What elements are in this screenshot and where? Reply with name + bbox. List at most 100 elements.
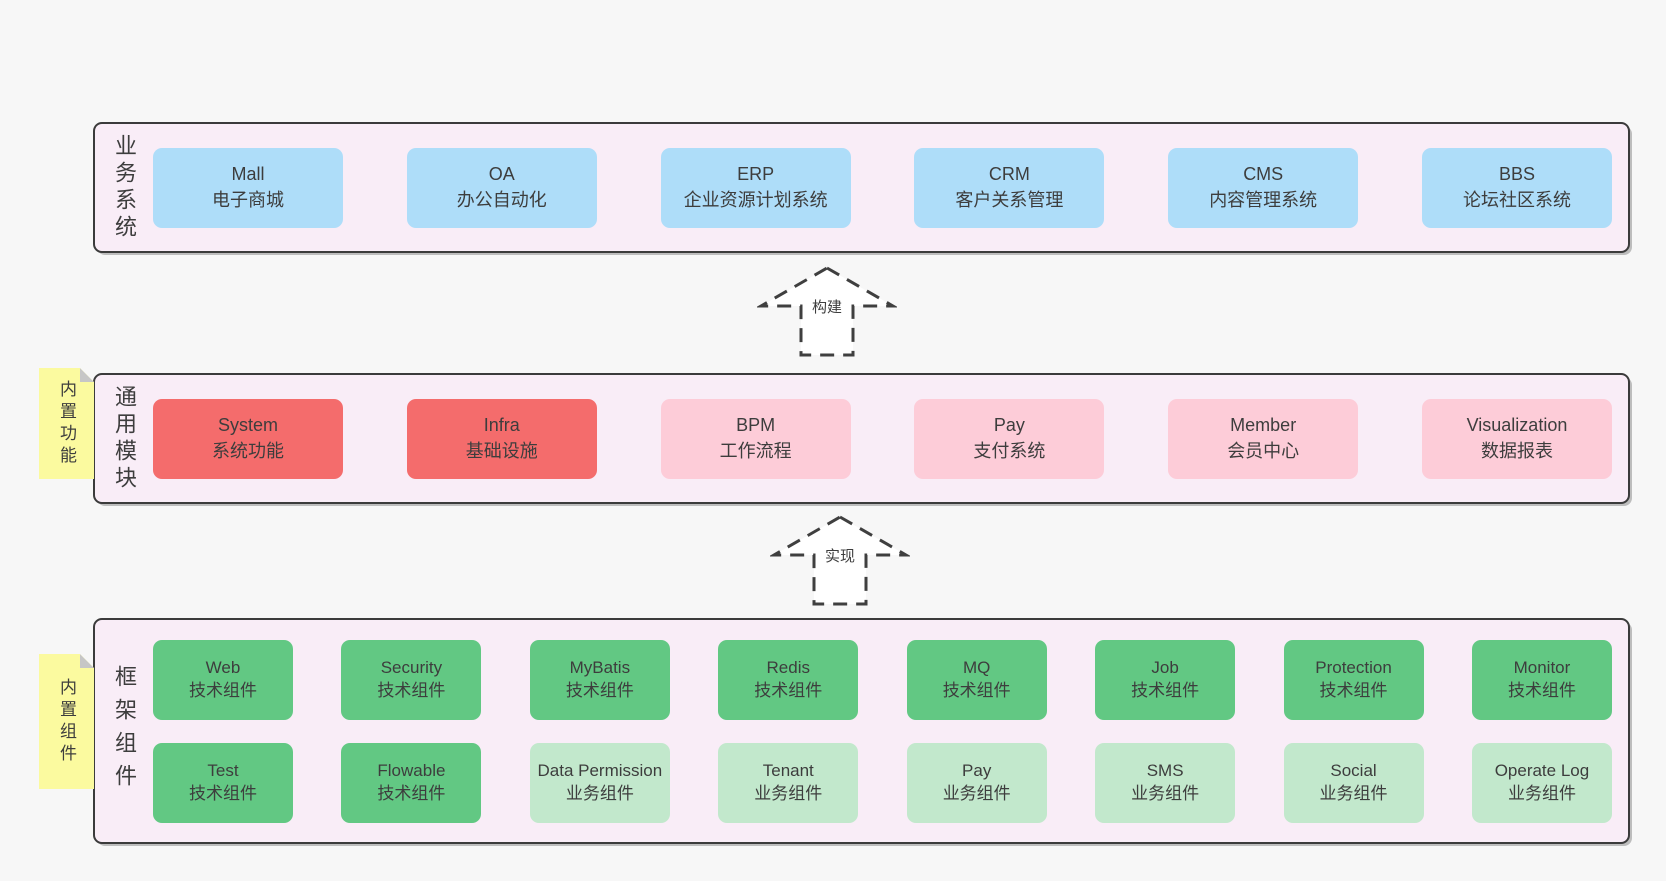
box-sms: SMS 业务组件 (1095, 742, 1236, 823)
box-title: Pay (993, 414, 1025, 435)
box-subtitle: 内容管理系统 (1209, 189, 1318, 210)
box-pay-component: Pay 业务组件 (906, 742, 1047, 823)
box-title: Flowable (377, 761, 446, 781)
band-framework-components: 框架组件 Web 技术组件 Security 技术组件 MyBatis 技术组件… (93, 618, 1630, 844)
box-subtitle: 业务组件 (754, 783, 823, 803)
box-title: MyBatis (569, 658, 631, 678)
box-redis: Redis 技术组件 (718, 639, 859, 720)
box-infra: Infra 基础设施 (406, 398, 597, 479)
box-title: System (217, 414, 278, 435)
component-row-2: Test 技术组件 Flowable 技术组件 Data Permission … (153, 742, 1612, 823)
box-erp: ERP 企业资源计划系统 (660, 147, 851, 228)
box-subtitle: 企业资源计划系统 (683, 189, 828, 210)
box-tenant: Tenant 业务组件 (718, 742, 859, 823)
box-title: Protection (1315, 658, 1392, 678)
box-subtitle: 数据报表 (1480, 440, 1553, 461)
sticky-note-built-in-features: 内置功能 (39, 368, 94, 479)
box-subtitle: 技术组件 (565, 680, 634, 700)
box-mybatis: MyBatis 技术组件 (529, 639, 670, 720)
box-title: Web (205, 658, 241, 678)
box-title: BPM (736, 414, 776, 435)
box-title: Security (380, 658, 443, 678)
band-label-framework-components: 框架组件 (112, 665, 137, 797)
band-business-systems: 业务系统 Mall 电子商城 OA 办公自动化 ERP 企业资源计划系统 CRM… (93, 122, 1630, 253)
box-mq: MQ 技术组件 (906, 639, 1047, 720)
arrow-label: 构建 (807, 295, 847, 318)
box-social: Social 业务组件 (1283, 742, 1424, 823)
box-subtitle: 支付系统 (973, 440, 1046, 461)
implement-arrow: 实现 (770, 513, 910, 608)
box-title: Redis (766, 658, 810, 678)
box-security: Security 技术组件 (341, 639, 482, 720)
box-protection: Protection 技术组件 (1283, 639, 1424, 720)
band-content: System 系统功能 Infra 基础设施 BPM 工作流程 Pay 支付系统… (153, 375, 1612, 502)
box-data-permission: Data Permission 业务组件 (529, 742, 670, 823)
band-content: Web 技术组件 Security 技术组件 MyBatis 技术组件 Redi… (153, 620, 1612, 842)
box-subtitle: 客户关系管理 (955, 189, 1064, 210)
box-subtitle: 系统功能 (212, 440, 284, 461)
box-operate-log: Operate Log 业务组件 (1471, 742, 1612, 823)
box-member: Member 会员中心 (1168, 398, 1359, 479)
box-cms: CMS 内容管理系统 (1168, 147, 1359, 228)
box-subtitle: 业务组件 (565, 783, 634, 803)
box-subtitle: 业务组件 (1507, 783, 1576, 803)
band-common-modules: 通用模块 System 系统功能 Infra 基础设施 BPM 工作流程 Pay… (93, 373, 1630, 504)
box-title: Data Permission (537, 761, 663, 781)
box-subtitle: 技术组件 (1319, 680, 1388, 700)
box-pay: Pay 支付系统 (914, 398, 1105, 479)
box-subtitle: 技术组件 (377, 680, 446, 700)
box-bpm: BPM 工作流程 (660, 398, 851, 479)
box-subtitle: 业务组件 (1131, 783, 1200, 803)
box-title: Test (207, 761, 239, 781)
box-subtitle: 技术组件 (754, 680, 823, 700)
box-job: Job 技术组件 (1095, 639, 1236, 720)
band-label-common-modules: 通用模块 (112, 384, 137, 493)
box-subtitle: 技术组件 (189, 783, 257, 803)
box-subtitle: 会员中心 (1227, 440, 1300, 461)
box-title: Infra (483, 414, 520, 435)
box-mall: Mall 电子商城 (153, 147, 343, 228)
box-monitor: Monitor 技术组件 (1471, 639, 1612, 720)
box-title: Member (1230, 414, 1297, 435)
sticky-note-text: 内置组件 (57, 677, 76, 766)
sticky-note-text: 内置功能 (57, 379, 76, 468)
build-arrow: 构建 (757, 264, 897, 359)
box-title: Monitor (1513, 658, 1571, 678)
box-title: Visualization (1466, 414, 1568, 435)
box-flowable: Flowable 技术组件 (341, 742, 482, 823)
box-title: OA (488, 163, 515, 184)
box-system: System 系统功能 (153, 398, 343, 479)
box-subtitle: 技术组件 (377, 783, 446, 803)
box-web: Web 技术组件 (153, 639, 293, 720)
sticky-note-built-in-components: 内置组件 (39, 654, 94, 789)
box-title: Operate Log (1494, 761, 1590, 781)
box-subtitle: 基础设施 (465, 440, 538, 461)
folded-corner-icon (80, 368, 94, 382)
box-title: SMS (1146, 761, 1184, 781)
box-title: ERP (737, 163, 775, 184)
box-subtitle: 电子商城 (212, 189, 284, 210)
band-content: Mall 电子商城 OA 办公自动化 ERP 企业资源计划系统 CRM 客户关系… (153, 124, 1612, 251)
box-subtitle: 技术组件 (1131, 680, 1200, 700)
box-title: BBS (1498, 163, 1535, 184)
box-subtitle: 业务组件 (1319, 783, 1388, 803)
box-subtitle: 论坛社区系统 (1462, 189, 1571, 210)
box-oa: OA 办公自动化 (406, 147, 597, 228)
box-title: MQ (962, 658, 991, 678)
box-title: Mall (231, 163, 265, 184)
box-title: CRM (988, 163, 1030, 184)
box-title: Social (1330, 761, 1377, 781)
box-subtitle: 技术组件 (1507, 680, 1576, 700)
box-subtitle: 工作流程 (719, 440, 792, 461)
box-title: Tenant (762, 761, 814, 781)
box-title: Pay (962, 761, 992, 781)
band-label-business-systems: 业务系统 (112, 133, 137, 242)
box-subtitle: 技术组件 (189, 680, 257, 700)
box-title: CMS (1243, 163, 1284, 184)
box-visualization: Visualization 数据报表 (1421, 398, 1612, 479)
box-test: Test 技术组件 (153, 742, 293, 823)
box-subtitle: 业务组件 (942, 783, 1011, 803)
box-crm: CRM 客户关系管理 (914, 147, 1105, 228)
arrow-label: 实现 (820, 544, 860, 567)
